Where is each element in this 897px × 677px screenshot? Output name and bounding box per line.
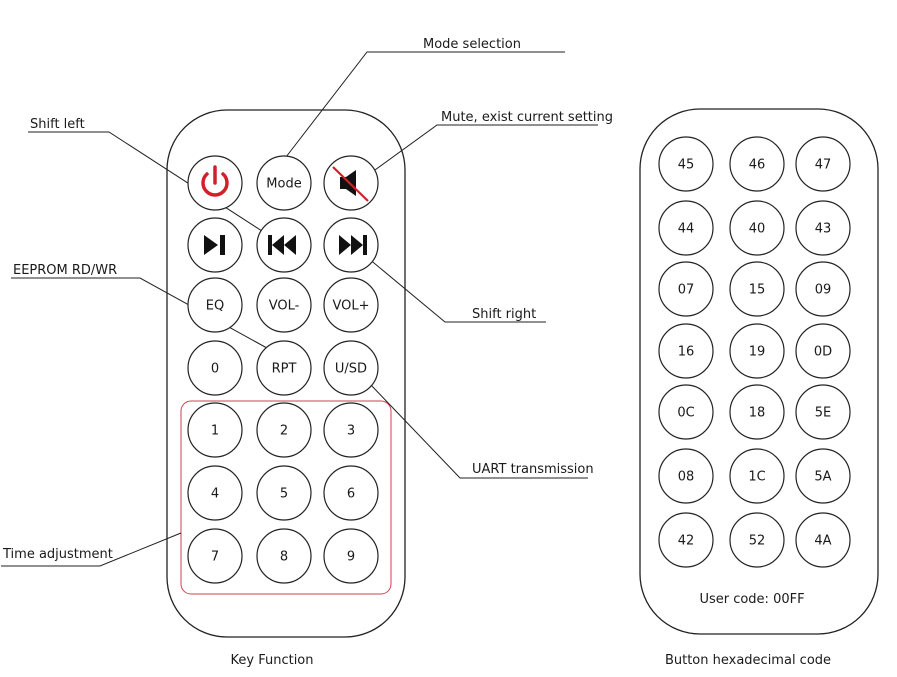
- one-button[interactable]: 1: [187, 402, 243, 458]
- left-caption: Key Function: [231, 653, 314, 668]
- hex-button[interactable]: 09: [795, 261, 851, 317]
- rpt-button-label: RPT: [272, 362, 297, 377]
- five-button[interactable]: 5: [256, 465, 312, 521]
- svg-text:0C: 0C: [677, 406, 694, 421]
- user-code-label: User code: 00FF: [699, 592, 804, 607]
- svg-text:4A: 4A: [814, 534, 831, 549]
- hex-button[interactable]: 4A: [795, 512, 851, 568]
- usd-button[interactable]: U/SD: [323, 340, 379, 396]
- nine-button-label: 9: [347, 550, 355, 565]
- hex-button[interactable]: 18: [729, 384, 785, 440]
- svg-text:42: 42: [678, 534, 695, 549]
- hex-button[interactable]: 46: [729, 136, 785, 192]
- mute-button[interactable]: [323, 155, 379, 211]
- hex-button[interactable]: 0C: [658, 384, 714, 440]
- rpt-button[interactable]: RPT: [256, 340, 312, 396]
- label-time-adjustment: Time adjustment: [2, 547, 113, 562]
- five-button-label: 5: [280, 487, 288, 502]
- svg-text:09: 09: [815, 283, 832, 298]
- hex-button[interactable]: 44: [658, 200, 714, 256]
- eq-button-label: EQ: [206, 299, 224, 314]
- svg-text:43: 43: [815, 222, 832, 237]
- svg-text:07: 07: [678, 283, 695, 298]
- three-button-label: 3: [347, 424, 355, 439]
- time-adjustment-box: [180, 400, 392, 595]
- two-button[interactable]: 2: [256, 402, 312, 458]
- right-caption: Button hexadecimal code: [665, 653, 831, 668]
- four-button[interactable]: 4: [187, 465, 243, 521]
- seven-button-label: 7: [211, 550, 219, 565]
- eq-button[interactable]: EQ: [187, 277, 243, 333]
- power-button[interactable]: [187, 155, 243, 211]
- zero-button-label: 0: [211, 362, 219, 377]
- eight-button[interactable]: 8: [256, 528, 312, 584]
- svg-text:5E: 5E: [815, 406, 832, 421]
- svg-text:1C: 1C: [748, 470, 765, 485]
- hex-button[interactable]: 5E: [795, 384, 851, 440]
- svg-text:19: 19: [749, 345, 766, 360]
- svg-text:15: 15: [749, 283, 766, 298]
- svg-text:5A: 5A: [814, 470, 831, 485]
- mode-button-label: Mode: [266, 177, 301, 192]
- svg-text:52: 52: [749, 534, 766, 549]
- hex-button[interactable]: 42: [658, 512, 714, 568]
- label-shift-left: Shift left: [30, 117, 85, 132]
- label-shift-right: Shift right: [472, 307, 536, 322]
- power-icon: [201, 165, 229, 197]
- hex-button[interactable]: 40: [729, 200, 785, 256]
- svg-text:44: 44: [678, 222, 695, 237]
- svg-text:0D: 0D: [814, 345, 832, 360]
- hex-button[interactable]: 0D: [795, 323, 851, 379]
- two-button-label: 2: [280, 424, 288, 439]
- hex-button[interactable]: 5A: [795, 448, 851, 504]
- hex-button[interactable]: 45: [658, 136, 714, 192]
- svg-text:40: 40: [749, 222, 766, 237]
- six-button-label: 6: [347, 487, 355, 502]
- label-eeprom: EEPROM RD/WR: [13, 263, 117, 278]
- next-icon: [339, 235, 367, 255]
- vol-up-button-label: VOL+: [332, 299, 369, 314]
- mute-icon: [332, 166, 369, 202]
- hex-button[interactable]: 07: [658, 261, 714, 317]
- callout-lines-left: [1, 51, 598, 567]
- four-button-label: 4: [211, 487, 219, 502]
- vol-down-button[interactable]: VOL-: [256, 277, 312, 333]
- label-uart: UART transmission: [472, 462, 594, 477]
- svg-text:46: 46: [749, 158, 766, 173]
- svg-text:47: 47: [815, 158, 832, 173]
- hex-button[interactable]: 52: [729, 512, 785, 568]
- hex-button[interactable]: 43: [795, 200, 851, 256]
- hex-button[interactable]: 16: [658, 323, 714, 379]
- one-button-label: 1: [211, 424, 219, 439]
- nine-button[interactable]: 9: [323, 528, 379, 584]
- hex-button[interactable]: 19: [729, 323, 785, 379]
- svg-text:16: 16: [678, 345, 695, 360]
- next-button[interactable]: [323, 217, 379, 273]
- vol-up-button[interactable]: VOL+: [323, 277, 379, 333]
- eight-button-label: 8: [280, 550, 288, 565]
- play-pause-button[interactable]: [187, 217, 243, 273]
- svg-text:18: 18: [749, 406, 766, 421]
- seven-button[interactable]: 7: [187, 528, 243, 584]
- label-mute: Mute, exist current setting: [441, 110, 613, 125]
- hex-button[interactable]: 1C: [729, 448, 785, 504]
- svg-text:45: 45: [678, 158, 695, 173]
- usd-button-label: U/SD: [335, 362, 367, 377]
- previous-button[interactable]: [256, 217, 312, 273]
- svg-text:08: 08: [678, 470, 695, 485]
- previous-icon: [268, 235, 296, 255]
- three-button[interactable]: 3: [323, 402, 379, 458]
- vol-down-button-label: VOL-: [269, 299, 300, 314]
- hex-code-grid: 45 46 47 44 40 43 07 15 09 16 19 0D 0C 1…: [658, 136, 851, 568]
- mode-button[interactable]: Mode: [256, 155, 312, 211]
- hex-button[interactable]: 08: [658, 448, 714, 504]
- zero-button[interactable]: 0: [187, 340, 243, 396]
- six-button[interactable]: 6: [323, 465, 379, 521]
- hex-button[interactable]: 47: [795, 136, 851, 192]
- hex-button[interactable]: 15: [729, 261, 785, 317]
- play-pause-icon: [204, 235, 225, 255]
- label-mode-selection: Mode selection: [423, 37, 521, 52]
